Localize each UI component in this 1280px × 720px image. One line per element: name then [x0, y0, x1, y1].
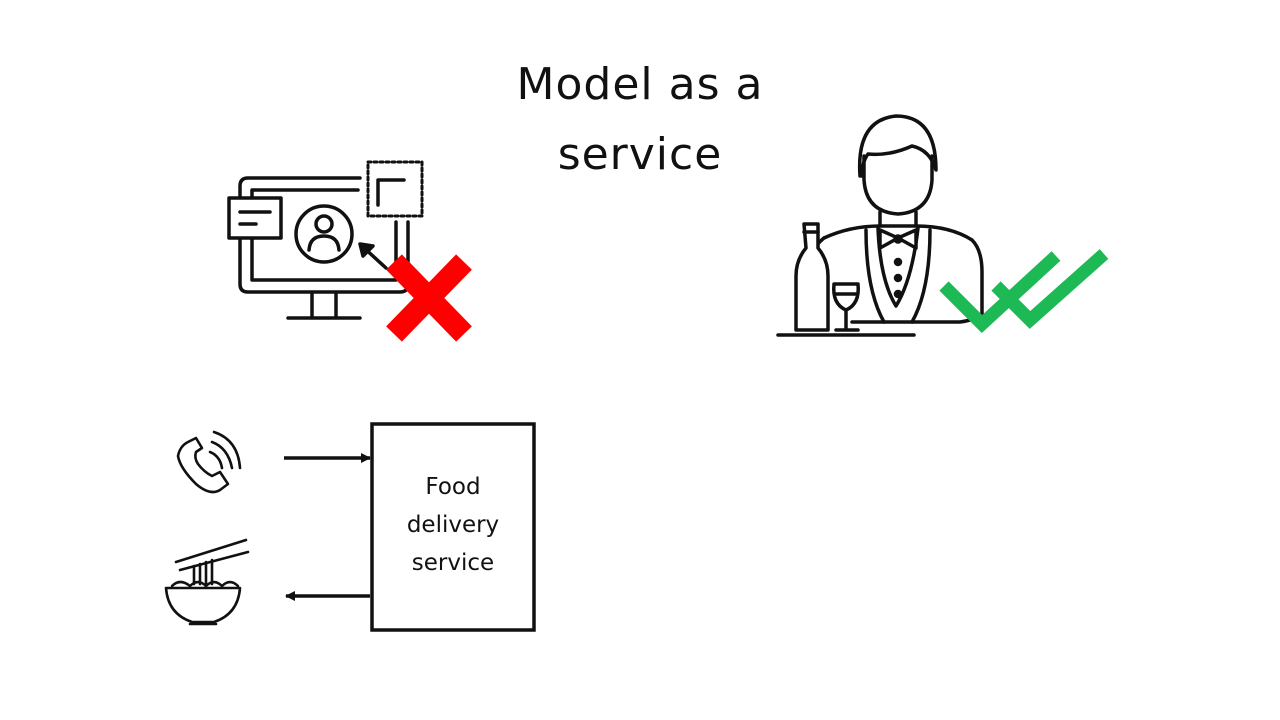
food-delivery-service-box — [370, 422, 536, 632]
diagram-title: Model as a service — [440, 50, 840, 190]
noodle-bowl-icon — [164, 538, 250, 626]
red-cross-icon — [386, 254, 472, 342]
phone-ringing-icon — [176, 430, 242, 494]
box-label-line-2: delivery — [406, 512, 500, 538]
computer-user-icon — [227, 160, 424, 320]
box-label-line-3: service — [411, 550, 495, 576]
box-label-line-1: Food — [425, 474, 481, 500]
double-check-icon — [939, 249, 1109, 334]
title-line-1: Model as a — [516, 59, 764, 110]
waiter-icon — [776, 114, 984, 337]
title-line-2: service — [557, 129, 723, 180]
food-delivery-service-label: Food delivery service — [372, 468, 534, 582]
